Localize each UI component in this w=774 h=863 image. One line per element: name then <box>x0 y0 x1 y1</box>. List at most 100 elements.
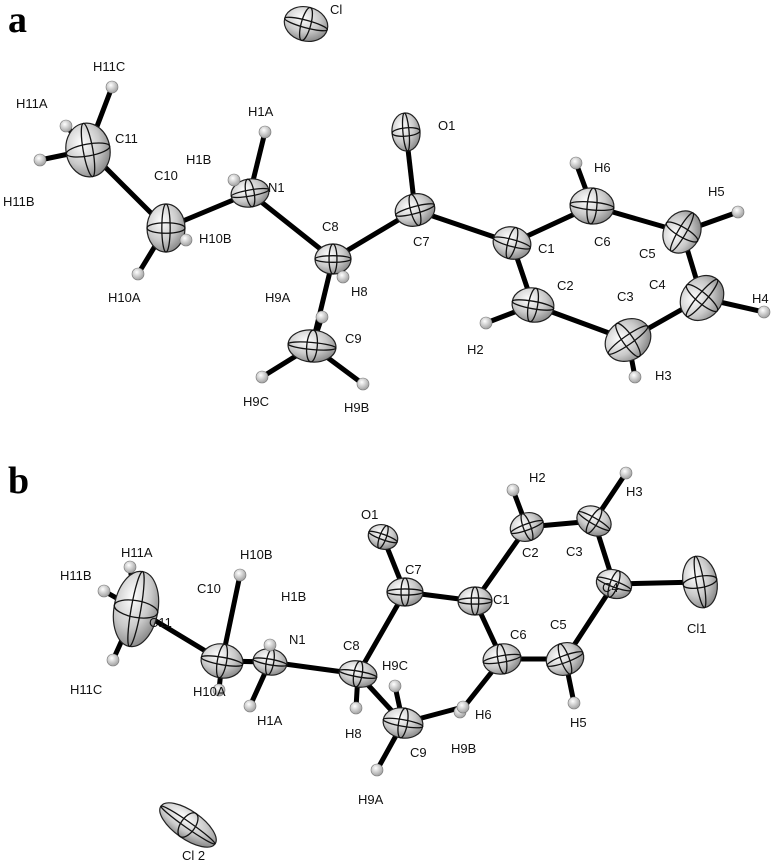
atom-label: H10A <box>193 684 226 699</box>
atom-h11c: H11C <box>70 653 120 697</box>
atom-cl1: Cl1 <box>682 555 718 636</box>
atom-c4: C4 <box>649 274 725 322</box>
principal-ellipse <box>395 203 435 217</box>
atom-c5: C5 <box>545 617 585 676</box>
principal-ellipse <box>607 325 649 355</box>
principal-ellipse <box>215 643 229 679</box>
atom-label: H9B <box>451 741 476 756</box>
atom-o1: O1 <box>391 112 455 152</box>
atom-h10a: H10A <box>193 683 226 699</box>
atom-label: C8 <box>343 638 360 653</box>
atom-label: C2 <box>557 278 574 293</box>
atom-h9b: H9B <box>344 377 370 415</box>
principal-ellipse <box>492 236 532 250</box>
atom-label: H11C <box>70 682 102 697</box>
thermal-ellipsoid <box>492 226 532 260</box>
hydrogen-sphere <box>619 466 633 480</box>
hydrogen-sphere <box>567 696 581 710</box>
hydrogen-sphere <box>105 80 119 94</box>
atom-h3: H3 <box>628 368 672 384</box>
hydrogen-sphere <box>388 679 402 693</box>
atom-label: C1 <box>538 241 555 256</box>
atom-h11c: H11C <box>93 59 125 94</box>
atom-label: Cl1 <box>687 621 707 636</box>
atom-label: C3 <box>617 289 634 304</box>
atom-label: H11C <box>93 59 125 74</box>
atom-cl: Cl <box>283 2 342 42</box>
principal-ellipse <box>391 127 421 137</box>
principal-ellipse <box>669 212 695 252</box>
atom-label: H10B <box>240 547 273 562</box>
atom-label: H1B <box>186 152 211 167</box>
atom-h8: H8 <box>345 701 363 741</box>
principal-ellipse <box>230 187 270 199</box>
atom-h5: H5 <box>567 696 587 730</box>
atom-h10b: H10B <box>233 547 273 582</box>
atom-label: H2 <box>529 470 546 485</box>
atom-label: C1 <box>493 592 510 607</box>
atom-label: Cl 2 <box>182 848 205 863</box>
atom-c8: C8 <box>338 638 378 688</box>
atom-label: H6 <box>475 707 492 722</box>
principal-ellipse <box>368 530 398 544</box>
atom-label: C11 <box>115 131 138 146</box>
thermal-ellipsoid <box>569 187 615 225</box>
atom-c2: C2 <box>509 512 545 560</box>
atom-label: C10 <box>154 168 178 183</box>
atom-label: C8 <box>322 219 339 234</box>
atom-c10: C10 <box>146 168 186 253</box>
hydrogen-sphere <box>179 233 193 247</box>
hydrogen-sphere <box>243 699 257 713</box>
atom-c6: C6 <box>482 627 527 675</box>
atom-label: C2 <box>522 545 539 560</box>
principal-ellipse <box>127 570 145 648</box>
atom-label: H3 <box>655 368 672 383</box>
hydrogen-sphere <box>255 370 269 384</box>
thermal-ellipsoid <box>283 6 329 42</box>
atom-c8: C8 <box>314 219 352 275</box>
atom-c9: C9 <box>287 329 362 363</box>
atom-h2: H2 <box>506 470 546 497</box>
principal-ellipse <box>526 287 540 323</box>
atom-label: H11B <box>60 568 92 583</box>
atom-h9a: H9A <box>358 763 384 807</box>
atom-cl2: Cl 2 <box>159 802 217 863</box>
thermal-ellipsoid <box>457 586 493 616</box>
atom-c11: C11 <box>112 570 172 648</box>
hydrogen-sphere <box>59 119 73 133</box>
atom-label: H11A <box>16 96 48 111</box>
atom-label: C5 <box>639 246 656 261</box>
thermal-ellipsoid <box>509 512 545 542</box>
atom-label: H9A <box>265 290 291 305</box>
hydrogen-sphere <box>628 370 642 384</box>
atom-h3: H3 <box>619 466 643 499</box>
hydrogen-sphere <box>731 205 745 219</box>
atom-label: C6 <box>594 234 611 249</box>
atom-label: C11 <box>149 615 172 630</box>
hydrogen-sphere <box>370 763 384 777</box>
principal-ellipse <box>160 805 216 845</box>
thermal-ellipsoid <box>314 243 352 275</box>
atom-c5: C5 <box>639 210 702 261</box>
atom-h1b: H1B <box>186 152 241 187</box>
atom-c1: C1 <box>492 226 555 260</box>
hydrogen-sphere <box>258 125 272 139</box>
principal-ellipse <box>177 812 199 838</box>
atom-label: H11B <box>3 194 35 209</box>
thermal-ellipsoid <box>576 505 612 537</box>
hydrogen-sphere <box>97 584 111 598</box>
thermal-ellipsoid <box>545 642 585 676</box>
principal-ellipse <box>577 510 611 532</box>
atom-label: H3 <box>626 484 643 499</box>
thermal-ellipsoid <box>604 318 652 362</box>
principal-ellipse <box>496 643 508 675</box>
atom-label: H9B <box>344 400 369 415</box>
atom-h9c: H9C <box>382 658 408 693</box>
principal-ellipse <box>569 200 615 212</box>
atom-label: C4 <box>649 277 666 292</box>
atom-label: C7 <box>413 234 430 249</box>
hydrogen-sphere <box>456 700 470 714</box>
principal-ellipse <box>338 669 378 679</box>
